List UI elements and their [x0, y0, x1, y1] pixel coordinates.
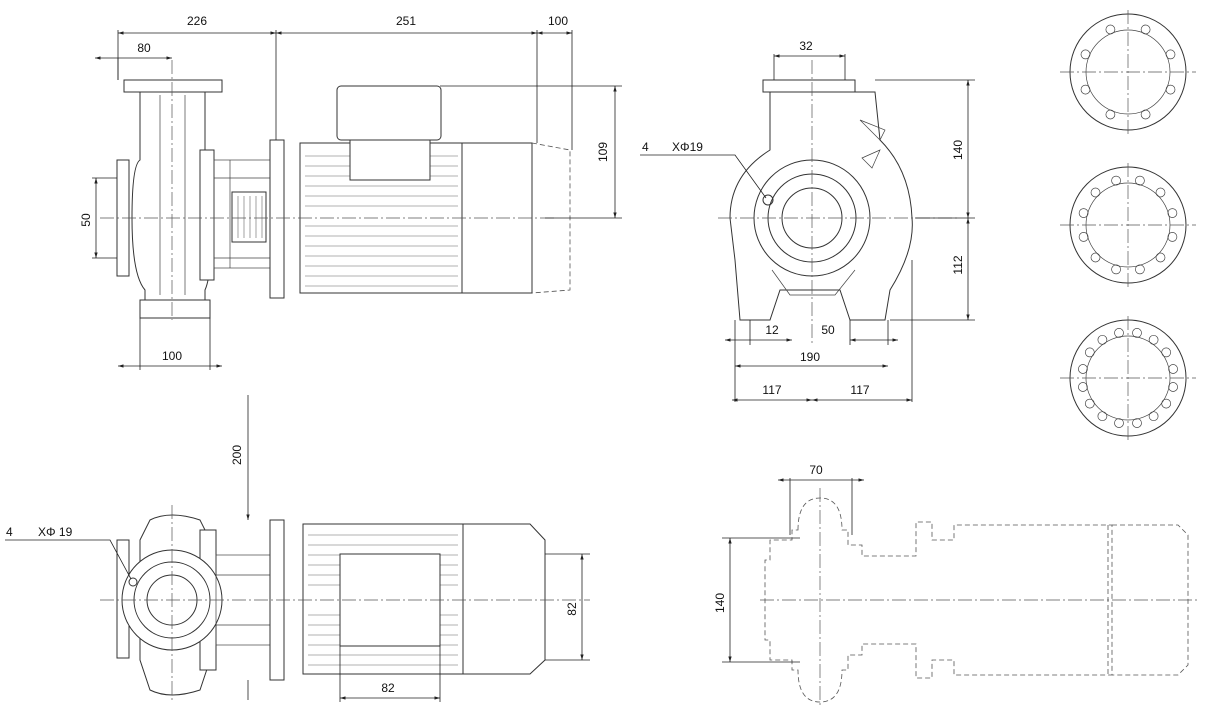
top-view: 4 XΦ 19 200 82 82 — [5, 395, 590, 702]
dim-12: 12 — [765, 323, 779, 337]
dim-251: 251 — [396, 14, 416, 28]
flange-bolt-hole — [1078, 208, 1089, 218]
flange-bolt-hole — [1080, 49, 1091, 60]
dim-140b: 140 — [713, 593, 727, 613]
top-holes-count: 4 — [6, 525, 13, 539]
dim-117-right: 117 — [850, 383, 869, 397]
flange-8-holes — [1060, 10, 1196, 134]
dim-70: 70 — [809, 463, 823, 477]
dim-100-bottom: 100 — [162, 349, 182, 363]
dim-32: 32 — [799, 39, 813, 53]
flange-bolt-hole — [1114, 418, 1124, 428]
flange-bolt-hole — [1167, 232, 1178, 242]
outline-pump — [764, 497, 1113, 703]
flange-bolt-hole — [1114, 328, 1124, 338]
coupling — [231, 191, 267, 243]
flange-bolt-hole — [1097, 411, 1108, 422]
fan-removal-outline — [531, 142, 571, 294]
terminal-base — [349, 139, 431, 181]
flange-bolt-hole — [1105, 109, 1116, 120]
flange-bolt-hole — [1111, 264, 1121, 275]
flange-bolt-hole — [1080, 84, 1091, 95]
flange-bolt-hole — [1140, 109, 1151, 120]
flange-bolt-hole — [1168, 382, 1178, 392]
flange-bolt-hole — [1161, 398, 1172, 409]
dim-190: 190 — [800, 350, 820, 364]
foot — [139, 299, 211, 319]
dim-50b: 50 — [821, 323, 835, 337]
bolt-hole — [762, 194, 774, 206]
terminal-box — [336, 85, 442, 141]
flange-bolt-hole — [1140, 24, 1151, 35]
flange-bolt-hole — [1078, 382, 1088, 392]
flange-bolt-hole — [1135, 175, 1145, 186]
flange-bolt-hole — [1155, 187, 1166, 198]
flange-bolt-hole — [1161, 347, 1172, 358]
flange-bolt-hole — [1078, 232, 1089, 242]
outline-view: 70 140 — [713, 463, 1200, 705]
flange-bolt-hole — [1168, 364, 1178, 374]
dim-112: 112 — [951, 255, 965, 274]
dim-117-left: 117 — [762, 383, 781, 397]
end-top-flange — [762, 79, 856, 93]
flange-bolt-hole — [1111, 175, 1121, 186]
dim-100-top: 100 — [548, 14, 568, 28]
dim-200: 200 — [230, 445, 244, 465]
flange-bolt-hole — [1084, 398, 1095, 409]
flange-bolt-hole — [1097, 334, 1108, 345]
flange-bolt-hole — [1084, 347, 1095, 358]
flange-12-holes — [1060, 163, 1196, 287]
flange-bolt-hole — [1078, 364, 1088, 374]
holes-count: 4 — [642, 140, 649, 154]
flange-bolt-hole — [1132, 418, 1142, 428]
flange-bolt-hole — [1090, 187, 1101, 198]
dim-82-right: 82 — [565, 602, 579, 616]
top-flange — [123, 79, 223, 93]
dim-82-bottom: 82 — [381, 681, 395, 695]
casing-inner — [159, 95, 186, 295]
motor-flange — [269, 139, 285, 299]
flange-bolt-hole — [1167, 208, 1178, 218]
dim-80: 80 — [137, 41, 151, 55]
top-bolt-hole — [128, 577, 138, 587]
top-holes-diameter: XΦ 19 — [38, 525, 73, 539]
bearing-bracket — [199, 149, 215, 281]
dim-226: 226 — [187, 14, 207, 28]
holes-diameter: XΦ19 — [672, 140, 703, 154]
side-view: 226 251 100 80 109 50 100 — [79, 14, 622, 370]
flange-bolt-hole — [1105, 24, 1116, 35]
end-view: 4 XΦ19 32 140 112 12 50 190 117 117 — [640, 39, 975, 402]
flange-bolt-hole — [1132, 328, 1142, 338]
flange-bolt-hole — [1165, 84, 1176, 95]
flange-bolt-hole — [1155, 252, 1166, 263]
flange-views — [1060, 10, 1196, 440]
flange-bolt-hole — [1148, 334, 1159, 345]
flange-bolt-hole — [1090, 252, 1101, 263]
dim-50: 50 — [79, 213, 93, 227]
top-casing — [139, 514, 211, 696]
flange-bolt-hole — [1148, 411, 1159, 422]
end-casing — [729, 91, 913, 321]
flange-16-holes — [1060, 316, 1196, 440]
flange-bolt-hole — [1135, 264, 1145, 275]
dim-109: 109 — [596, 142, 610, 162]
top-fan-cover — [462, 523, 546, 675]
flange-bolt-hole — [1165, 49, 1176, 60]
dim-140: 140 — [951, 140, 965, 160]
